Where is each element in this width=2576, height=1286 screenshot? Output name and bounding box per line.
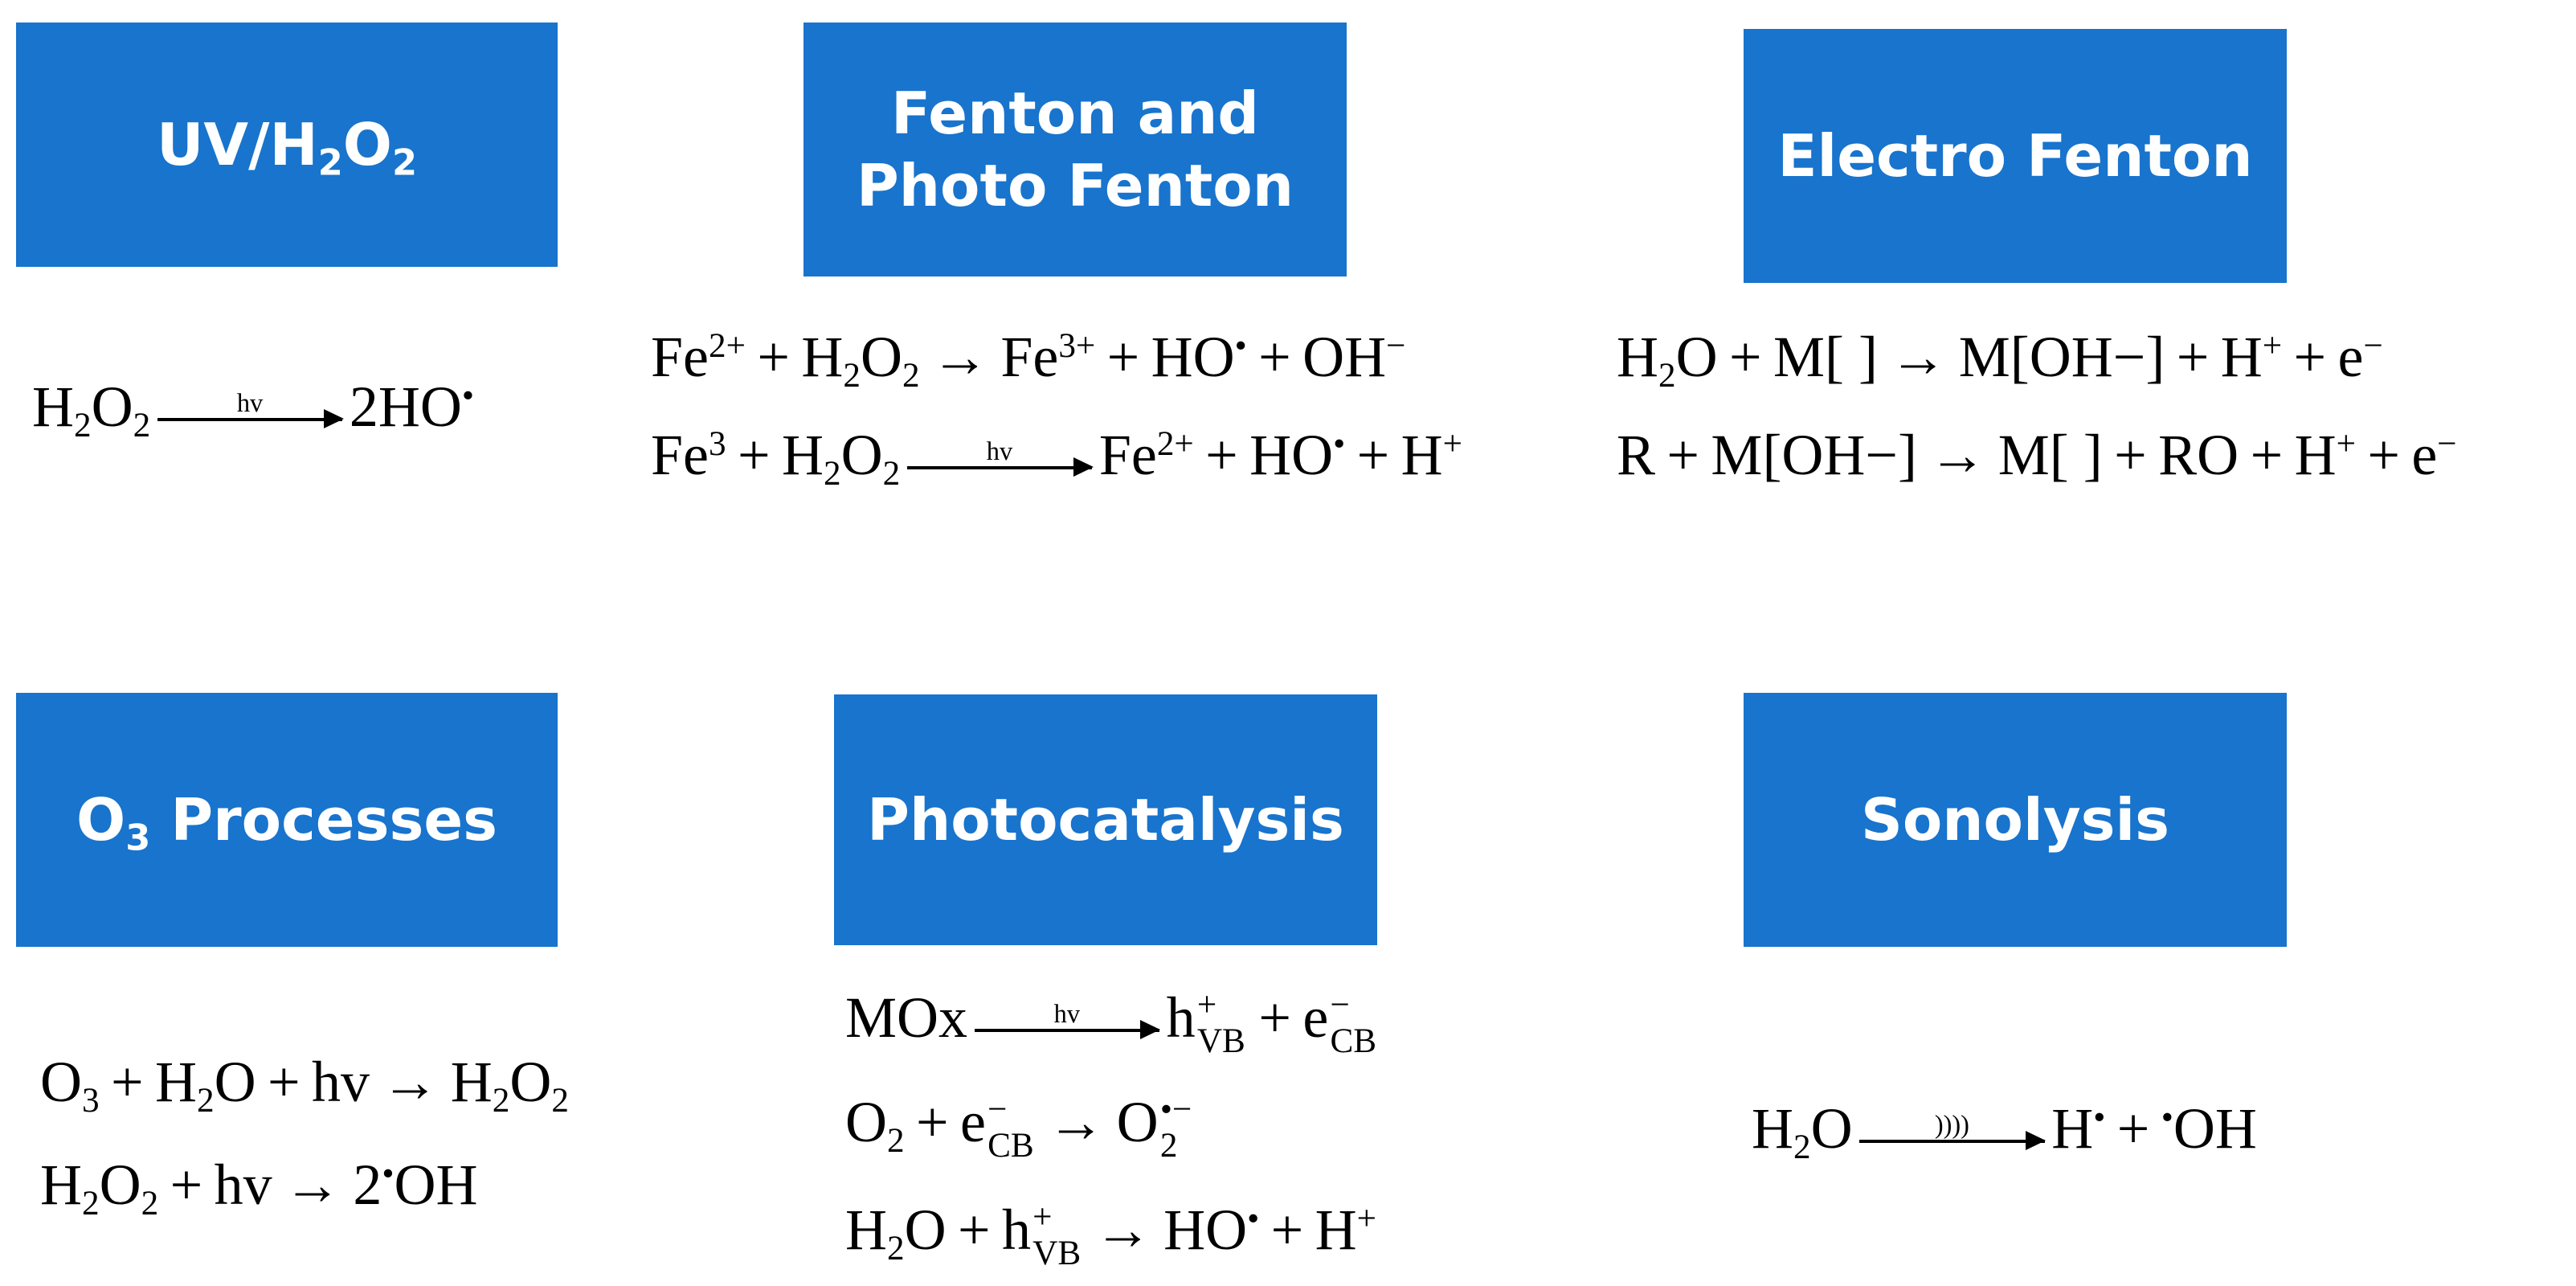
electro-fenton-title: Electro Fenton (1777, 122, 2253, 190)
ultrasound-reaction-arrow: )))) (1859, 1112, 2046, 1151)
photocatalysis-equation-2: O2+e−CB→O•−2 (845, 1089, 1192, 1165)
sonolysis-title: Sonolysis (1860, 786, 2170, 854)
electro-fenton-equation-1: H2O+M[ ]→M[OH−]+H++e− (1617, 325, 2383, 395)
hv-reaction-arrow: hv (906, 439, 1094, 477)
uv-h2o2-box: UV/H2O2 (16, 23, 558, 267)
fenton-equation-1: Fe2++H2O2→Fe3++HO•+OH− (651, 325, 1406, 395)
o3-processes-title: O3 Processes (76, 786, 497, 859)
o3-equation-2: H2O2+hv→2•OH (40, 1153, 478, 1223)
sonolysis-box: Sonolysis (1744, 693, 2287, 947)
photocatalysis-box: Photocatalysis (834, 694, 1377, 945)
electro-fenton-box: Electro Fenton (1744, 29, 2287, 283)
electro-fenton-equation-2: R+M[OH−]→M[ ]+RO+H++e− (1617, 423, 2457, 487)
fenton-title-line1: Fenton and (891, 80, 1259, 147)
hv-reaction-arrow: hv (157, 391, 345, 429)
photocatalysis-title: Photocatalysis (867, 786, 1344, 854)
fenton-title-line2: Photo Fenton (857, 152, 1294, 219)
o3-equation-1: O3+H2O+hv→H2O2 (40, 1050, 569, 1120)
o3-processes-box: O3 Processes (16, 693, 558, 947)
fenton-box: Fenton and Photo Fenton (803, 23, 1347, 276)
hv-reaction-arrow: hv (974, 1001, 1161, 1040)
photocatalysis-equation-3: H2O+h+VB→HO•+H+ (845, 1197, 1376, 1273)
sonolysis-equation: H2O))))H•+•OH (1752, 1096, 2257, 1166)
uv-h2o2-title: UV/H2O2 (156, 111, 418, 184)
